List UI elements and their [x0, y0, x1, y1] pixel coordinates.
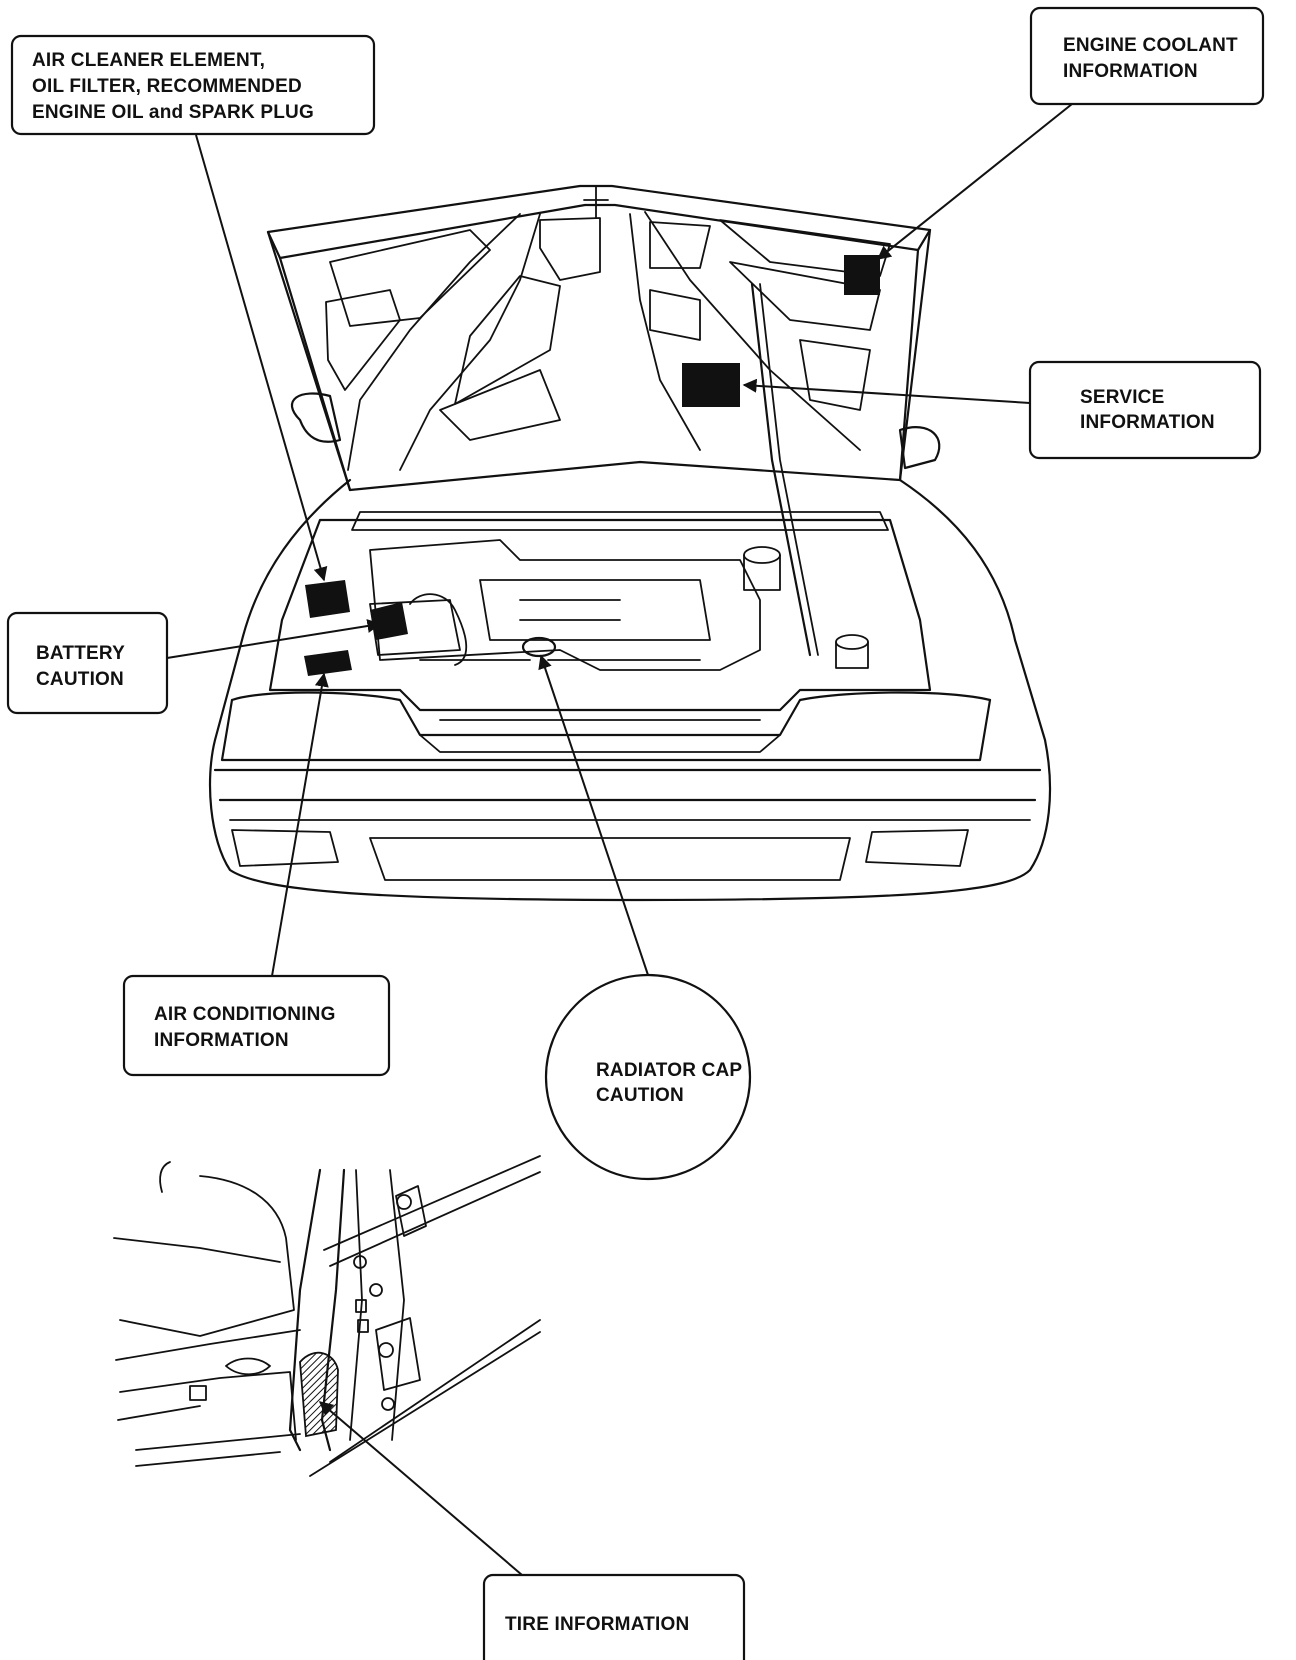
- air-cleaner-line-3: ENGINE OIL and SPARK PLUG: [32, 102, 314, 123]
- ac-label-marker: [304, 650, 352, 676]
- radiator-cap-line-2: CAUTION: [596, 1085, 684, 1106]
- callout-radiator-cap: RADIATOR CAP CAUTION: [544, 973, 752, 1181]
- door-jamb-illustration: [113, 1155, 541, 1477]
- svg-text:TIRE INFORMATION: TIRE INFORMATION: [505, 1614, 689, 1635]
- air-conditioning-line-2: INFORMATION: [154, 1030, 289, 1051]
- svg-text:INFORMATION: INFORMATION: [1063, 61, 1198, 82]
- callout-service: SERVICE INFORMATION: [1028, 360, 1262, 460]
- air-conditioning-line-1: AIR CONDITIONING: [154, 1004, 336, 1025]
- callout-tire: TIRE INFORMATION: [482, 1573, 746, 1660]
- engine-coolant-line-1: ENGINE COOLANT: [1063, 35, 1238, 56]
- callout-air-cleaner: AIR CLEANER ELEMENT, OIL FILTER, RECOMME…: [10, 34, 376, 136]
- service-line-1: SERVICE: [1080, 387, 1164, 408]
- label-markers: [304, 255, 880, 676]
- svg-text:CAUTION: CAUTION: [36, 669, 124, 690]
- svg-text:ENGINE OIL and SPARK PLUG: ENGINE OIL and SPARK PLUG: [32, 102, 314, 123]
- svg-text:SERVICE: SERVICE: [1080, 387, 1164, 408]
- svg-text:ENGINE COOLANT: ENGINE COOLANT: [1063, 35, 1238, 56]
- radiator-cap-line-1: RADIATOR CAP: [596, 1060, 742, 1081]
- engine-coolant-line-2: INFORMATION: [1063, 61, 1198, 82]
- air-cleaner-line-1: AIR CLEANER ELEMENT,: [32, 50, 265, 71]
- svg-text:INFORMATION: INFORMATION: [1080, 412, 1215, 433]
- callout-air-conditioning: AIR CONDITIONING INFORMATION: [122, 974, 391, 1077]
- service-label-marker: [682, 363, 740, 407]
- tire-label-marker: [299, 1351, 339, 1438]
- tire-line-1: TIRE INFORMATION: [505, 1614, 689, 1635]
- service-line-2: INFORMATION: [1080, 412, 1215, 433]
- svg-text:RADIATOR CAP: RADIATOR CAP: [596, 1060, 742, 1081]
- callout-engine-coolant: ENGINE COOLANT INFORMATION: [1029, 6, 1265, 106]
- air-cleaner-line-2: OIL FILTER, RECOMMENDED: [32, 76, 302, 97]
- svg-text:AIR CLEANER ELEMENT,: AIR CLEANER ELEMENT,: [32, 50, 265, 71]
- svg-text:INFORMATION: INFORMATION: [154, 1030, 289, 1051]
- leader-lines: [166, 103, 1073, 1576]
- svg-text:OIL FILTER, RECOMMENDED: OIL FILTER, RECOMMENDED: [32, 76, 302, 97]
- air-cleaner-label-marker: [305, 580, 350, 618]
- coolant-label-marker: [844, 255, 880, 295]
- svg-text:BATTERY: BATTERY: [36, 643, 125, 664]
- battery-line-2: CAUTION: [36, 669, 124, 690]
- svg-text:CAUTION: CAUTION: [596, 1085, 684, 1106]
- car-front-illustration: [208, 184, 1052, 902]
- svg-text:AIR CONDITIONING: AIR CONDITIONING: [154, 1004, 336, 1025]
- battery-line-1: BATTERY: [36, 643, 125, 664]
- callout-battery: BATTERY CAUTION: [6, 611, 169, 715]
